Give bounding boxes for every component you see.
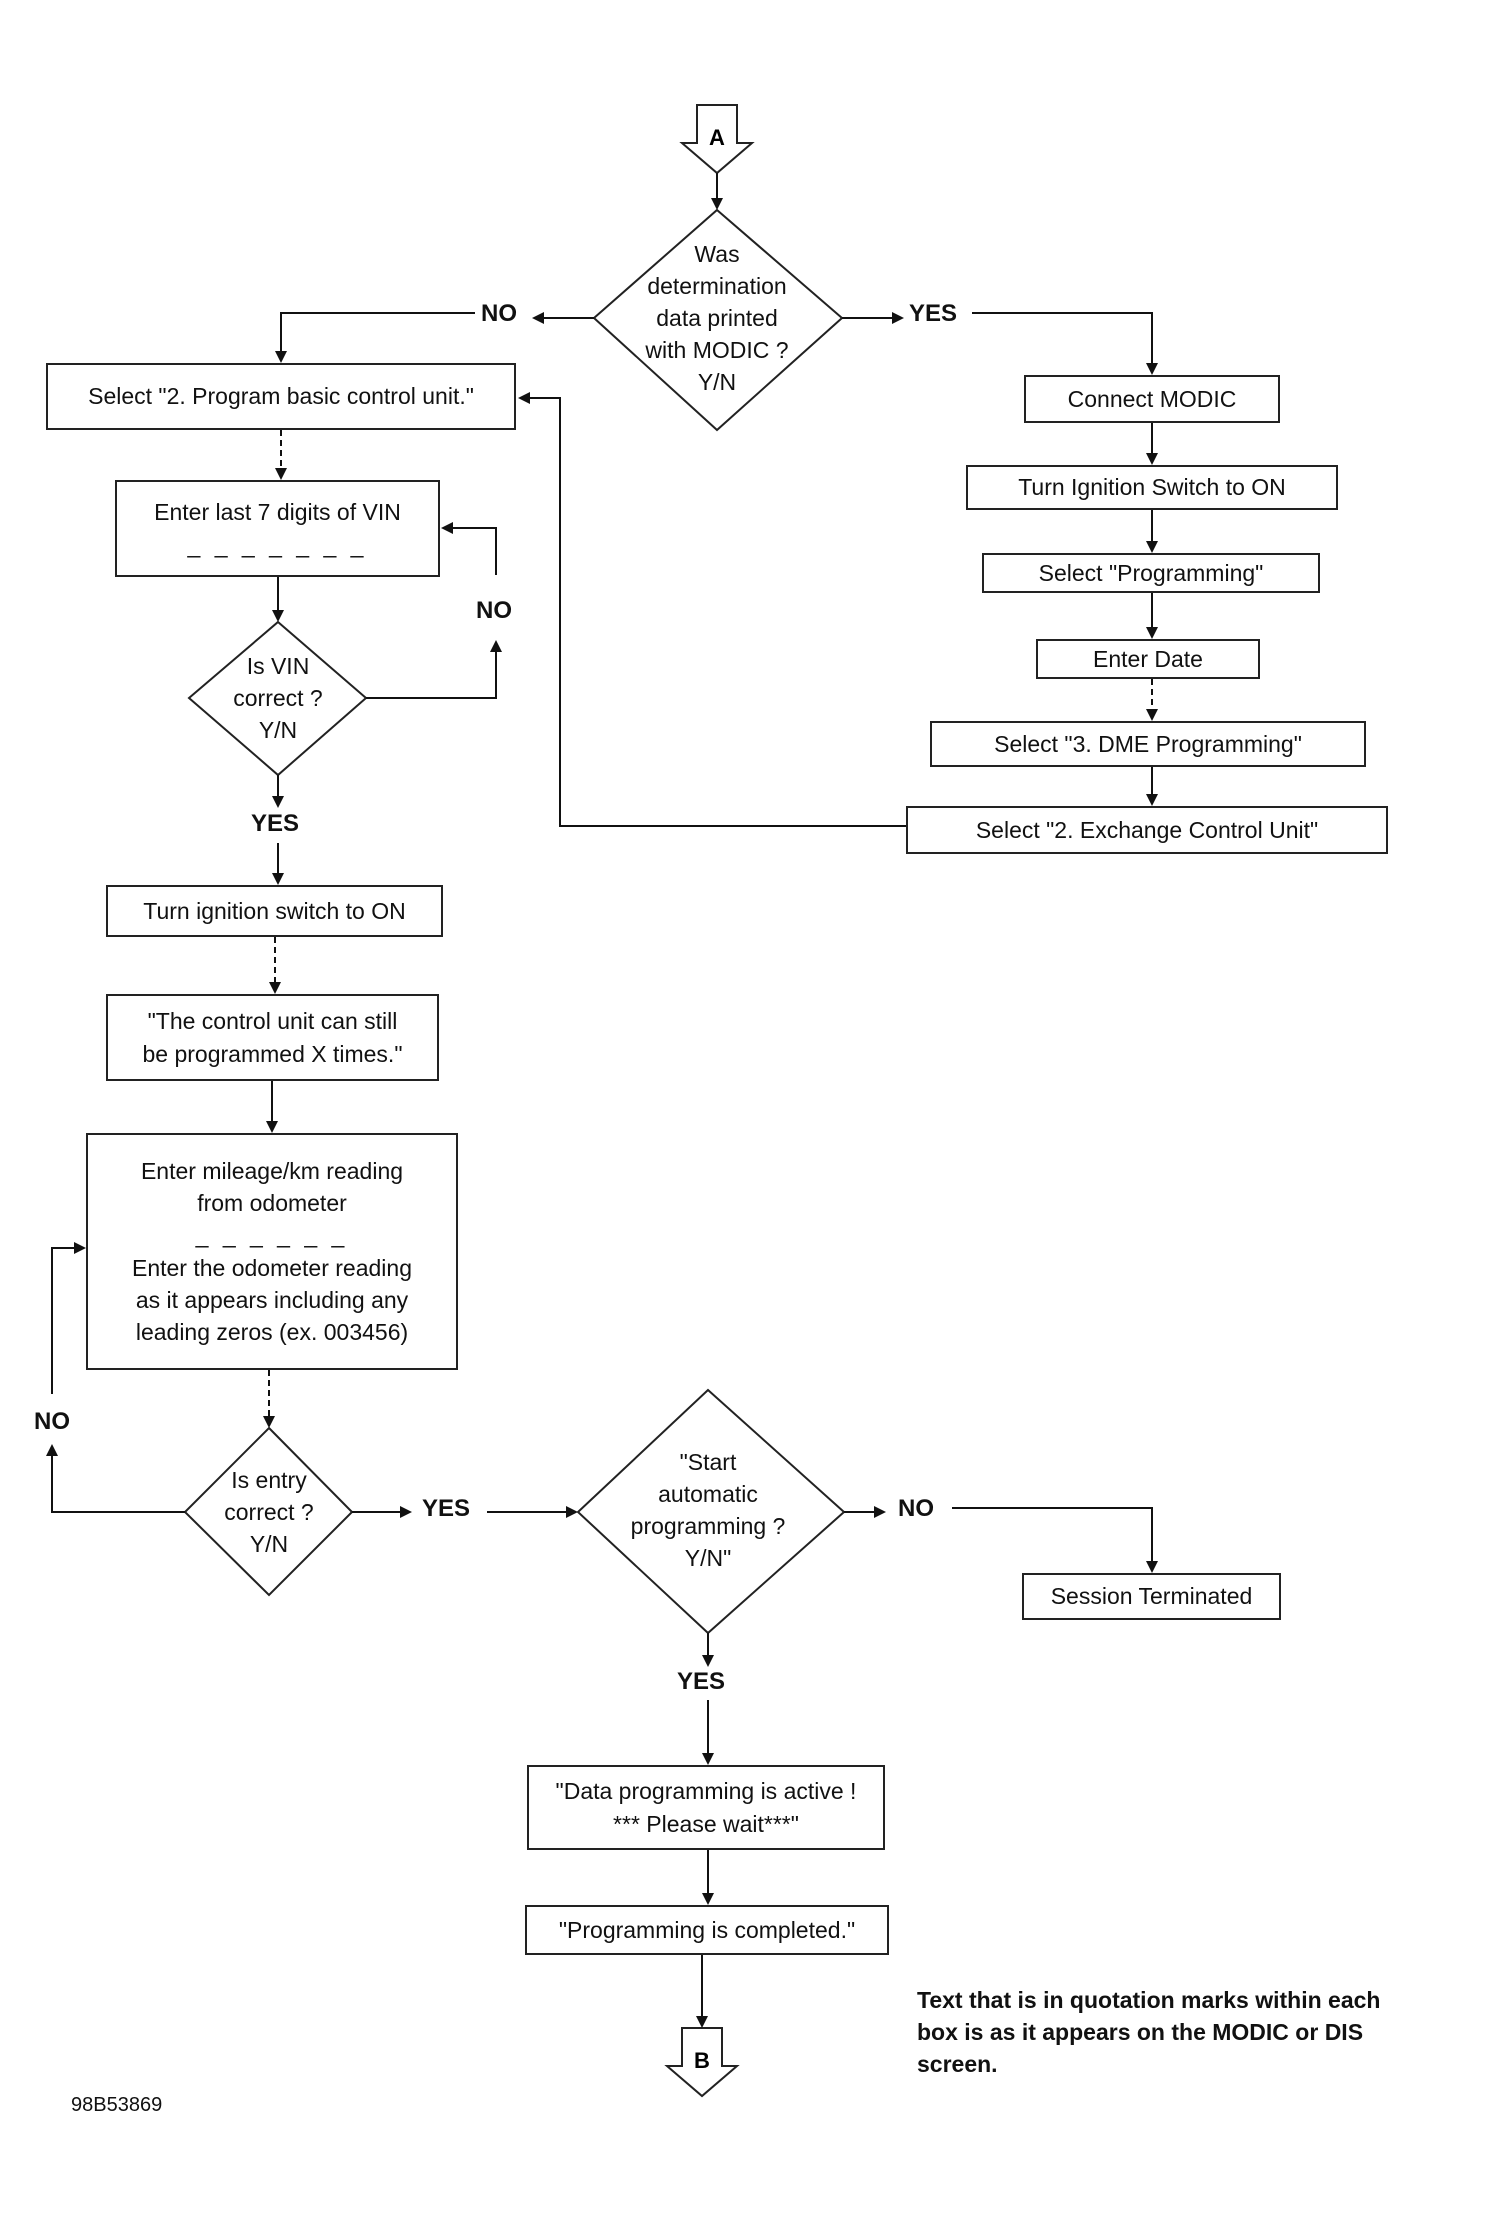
ignition-left-text: Turn ignition switch to ON <box>143 897 406 924</box>
select-dme-box: Select "3. DME Programming" <box>930 721 1366 767</box>
label-no-entry: NO <box>34 1408 70 1435</box>
data-active-line: *** Please wait***" <box>613 1810 799 1837</box>
select-basic-box: Select "2. Program basic control unit." <box>46 363 516 430</box>
label-yes-printed: YES <box>909 300 958 327</box>
connect-modic-box: Connect MODIC <box>1024 375 1280 423</box>
edge-entry-no-to-mileage <box>51 1242 86 1394</box>
decision-vin-text: Is VIN correct ? Y/N <box>210 640 346 756</box>
decision-printed-line: Y/N <box>697 369 737 396</box>
edge-no-to-session <box>952 1507 1158 1573</box>
mileage-line: Enter the odometer reading <box>131 1254 412 1281</box>
decision-printed-line: data printed <box>656 304 778 331</box>
quotation-note: Text that is in quotation marks within e… <box>917 1984 1487 2081</box>
decision-printed-text: Was determination data printed with MODI… <box>624 228 810 408</box>
select-dme-text: Select "3. DME Programming" <box>994 730 1302 757</box>
ignition-right-text: Turn Ignition Switch to ON <box>1018 474 1286 501</box>
decision-printed-line: Was <box>694 240 740 267</box>
decision-entry-line: correct ? <box>224 1498 314 1525</box>
enter-date-text: Enter Date <box>1093 645 1203 672</box>
edge-exchange-to-select-basic <box>518 392 906 827</box>
edge-vin-no-to-box <box>441 522 497 575</box>
decision-printed-line: determination <box>647 272 787 299</box>
label-yes-start: YES <box>677 1668 726 1695</box>
enter-vin-box: Enter last 7 digits of VIN _ _ _ _ _ _ _ <box>115 480 440 577</box>
still-programmed-line: be programmed X times." <box>142 1040 403 1067</box>
quotation-note-line: Text that is in quotation marks within e… <box>917 1987 1381 2013</box>
figure-id: 98B53869 <box>71 2094 163 2116</box>
decision-vin-line: Is VIN <box>246 652 310 679</box>
decision-printed-line: with MODIC ? <box>645 337 789 364</box>
data-active-box: "Data programming is active ! *** Please… <box>527 1765 885 1850</box>
quotation-note-line: box is as it appears on the MODIC or DIS <box>917 2019 1364 2046</box>
select-exchange-text: Select "2. Exchange Control Unit" <box>975 816 1319 843</box>
ignition-left-box: Turn ignition switch to ON <box>106 885 443 937</box>
decision-vin-line: correct ? <box>233 684 323 711</box>
session-terminated-text: Session Terminated <box>1050 1583 1253 1610</box>
still-programmed-line: "The control unit can still <box>147 1008 398 1035</box>
decision-start-line: programming ? <box>630 1513 786 1539</box>
mileage-blank-field: _ _ _ _ _ _ <box>195 1222 349 1249</box>
session-terminated-box: Session Terminated <box>1022 1573 1281 1620</box>
decision-entry-line: Y/N <box>249 1531 289 1558</box>
still-programmed-box: "The control unit can still be programme… <box>106 994 439 1081</box>
decision-start-line: "Start <box>679 1448 737 1475</box>
select-exchange-box: Select "2. Exchange Control Unit" <box>906 806 1388 854</box>
decision-entry-text: Is entry correct ? Y/N <box>205 1454 333 1570</box>
label-yes-vin: YES <box>251 810 300 837</box>
decision-start-text: "Start automatic programming ? Y/N" <box>615 1425 801 1595</box>
decision-start-line: automatic <box>658 1480 758 1507</box>
label-no-start: NO <box>898 1495 934 1522</box>
select-programming-text: Select "Programming" <box>1038 559 1264 586</box>
edge-yes-to-connect-modic <box>972 312 1158 375</box>
edge-vin-no-return <box>366 640 502 699</box>
connector-b-label: B <box>694 2048 710 2073</box>
decision-entry-line: Is entry <box>231 1466 307 1493</box>
mileage-line: as it appears including any <box>135 1286 409 1313</box>
decision-start-line: Y/N" <box>684 1545 732 1572</box>
select-basic-text: Select "2. Program basic control unit." <box>88 383 474 410</box>
connector-a-label: A <box>709 125 725 150</box>
enter-date-box: Enter Date <box>1036 639 1260 679</box>
data-active-line: "Data programming is active ! <box>555 1778 857 1805</box>
label-no-vin: NO <box>476 597 512 624</box>
ignition-right-box: Turn Ignition Switch to ON <box>966 465 1338 510</box>
decision-vin-line: Y/N <box>258 717 298 744</box>
label-yes-entry: YES <box>422 1495 471 1522</box>
connector-b-shape <box>664 2027 740 2098</box>
connect-modic-text: Connect MODIC <box>1067 385 1237 412</box>
enter-vin-text: Enter last 7 digits of VIN <box>154 499 401 526</box>
connector-a-shape <box>679 104 755 175</box>
decision-printed-diamond <box>592 208 844 432</box>
vin-blank-field: _ _ _ _ _ _ _ <box>187 531 368 558</box>
mileage-box: Enter mileage/km reading from odometer _… <box>86 1133 458 1370</box>
edge-entry-no-return <box>46 1444 185 1513</box>
edge-no-to-select-basic <box>275 312 475 363</box>
mileage-line: Enter mileage/km reading <box>140 1157 404 1184</box>
quotation-note-line: screen. <box>917 2051 998 2078</box>
completed-text: "Programming is completed." <box>558 1916 856 1943</box>
completed-box: "Programming is completed." <box>525 1905 889 1955</box>
label-no-printed: NO <box>481 300 517 327</box>
mileage-line: leading zeros (ex. 003456) <box>135 1318 409 1345</box>
mileage-line: from odometer <box>197 1190 347 1217</box>
decision-entry-diamond <box>183 1426 354 1597</box>
select-programming-box: Select "Programming" <box>982 553 1320 593</box>
